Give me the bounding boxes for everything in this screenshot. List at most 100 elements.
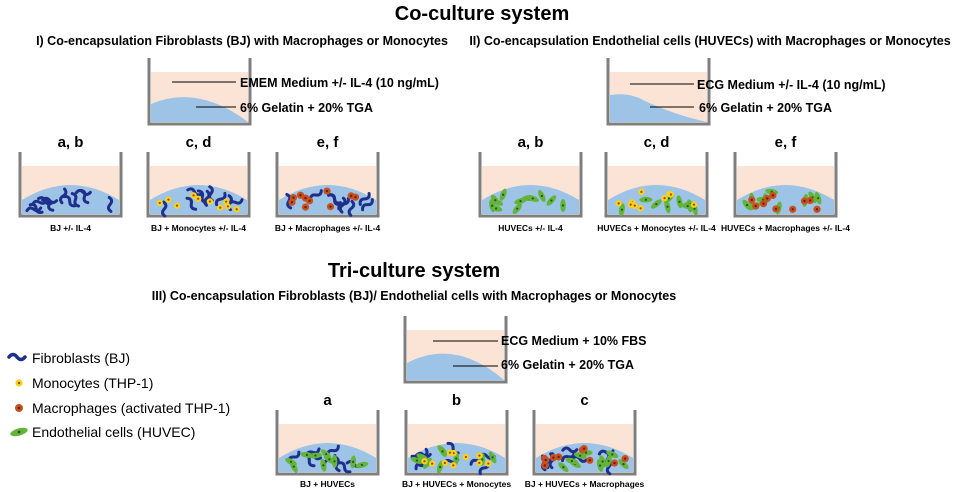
well-caption: BJ + Monocytes +/- IL-4	[151, 223, 246, 233]
section2-medium-label: ECG Medium +/- IL-4 (10 ng/mL)	[697, 78, 886, 92]
endothelial-nucleus	[305, 453, 309, 457]
monocyte-nucleus	[431, 462, 434, 465]
culture-well: cBJ + HUVECs + Macrophages	[525, 392, 645, 489]
well-cells	[285, 187, 374, 217]
legend-item: Monocytes (THP-1)	[15, 375, 153, 391]
well-wall	[604, 152, 709, 218]
monocyte-nucleus	[639, 207, 642, 210]
legend-label-monocyte: Monocytes (THP-1)	[32, 375, 153, 391]
monocyte-nucleus	[617, 202, 620, 205]
well-wall	[733, 152, 838, 218]
fibroblast-icon	[7, 352, 27, 362]
well-wall	[18, 152, 123, 218]
culture-well: bBJ + HUVECs + Monocytes	[402, 392, 511, 489]
macrophage-nucleus	[815, 208, 819, 211]
macrophage-nucleus	[308, 199, 311, 203]
overview-wall	[606, 58, 711, 126]
fibroblast-cell	[59, 187, 68, 205]
legend-label-macrophage: Macrophages (activated THP-1)	[32, 400, 230, 416]
macrophage-nucleus	[552, 456, 555, 459]
culture-well: e, f HUVECs + Macrophages +/- IL-4	[721, 134, 850, 233]
monocyte-nucleus	[175, 204, 179, 207]
well-cells	[285, 444, 369, 474]
well-caption: BJ + HUVECs + Monocytes	[402, 479, 511, 489]
endothelial-nucleus	[550, 199, 553, 202]
endothelial-nucleus	[289, 460, 293, 463]
fibroblast-cell	[185, 196, 198, 211]
macrophage-nucleus	[808, 199, 812, 202]
well-cells	[615, 188, 698, 217]
endothelial-nucleus	[686, 205, 689, 208]
well-label: a	[323, 392, 332, 409]
fibroblast-cell	[161, 200, 168, 218]
section3-heading: III) Co-encapsulation Fibroblasts (BJ)/ …	[152, 289, 676, 303]
monocyte-nucleus	[633, 204, 636, 207]
well-label: e, f	[775, 134, 798, 151]
endothelial-nucleus	[333, 460, 336, 463]
fibroblast-cell	[203, 189, 211, 207]
monocyte-nucleus	[692, 203, 696, 206]
macrophage-nucleus	[329, 205, 332, 208]
endothelial-nucleus	[325, 453, 328, 456]
fibroblast-cell	[358, 191, 371, 206]
fibroblast-cell	[37, 196, 54, 206]
overview-gel	[407, 353, 504, 380]
well-caption: HUVECs + Macrophages +/- IL-4	[721, 223, 850, 233]
well-wall	[275, 410, 380, 476]
macrophage-nucleus	[557, 455, 560, 459]
section2-heading: II) Co-encapsulation Endothelial cells (…	[469, 34, 950, 48]
legend-label-fibroblast: Fibroblasts (BJ)	[32, 350, 130, 366]
endothelial-nucleus	[655, 202, 658, 206]
endothelial-nucleus	[491, 204, 494, 207]
overview-gel	[151, 97, 248, 122]
endothelial-nucleus	[620, 208, 624, 211]
well-label: a, b	[58, 134, 84, 151]
endothelial-nucleus	[491, 456, 494, 459]
monocyte-nucleus	[629, 203, 632, 206]
section1-overview-well	[147, 58, 252, 126]
endothelial-nucleus	[292, 465, 295, 468]
endothelial-nucleus	[328, 458, 331, 461]
fibroblast-cell	[571, 455, 589, 463]
macrophage-nucleus	[304, 196, 307, 200]
macrophage-nucleus	[754, 204, 757, 208]
endothelial-nucleus	[519, 199, 522, 203]
section2-overview-well	[606, 58, 711, 126]
well-wall	[275, 152, 380, 218]
culture-well: c, d BJ + Monocytes +/- IL-4	[146, 134, 251, 233]
culture-well: e, fBJ + Macrophages +/- IL-4	[275, 134, 381, 233]
section1-medium-label: EMEM Medium +/- IL-4 (10 ng/mL)	[240, 76, 439, 90]
monocyte-nucleus	[208, 200, 212, 203]
well-label: c, d	[644, 134, 670, 151]
endothelial-nucleus	[598, 464, 602, 467]
coculture-title: Co-culture system	[395, 3, 570, 25]
overview-wall	[147, 58, 252, 126]
monocyte-core-icon	[17, 381, 21, 385]
endothelial-nucleus	[678, 200, 681, 203]
monocyte-nucleus	[423, 460, 426, 463]
fibroblast-cell	[25, 206, 43, 213]
monocyte-nucleus	[167, 198, 170, 201]
endothelial-nucleus	[562, 466, 565, 469]
macrophage-nucleus	[325, 189, 329, 193]
macrophage-nucleus	[766, 197, 769, 200]
macrophage-nucleus	[762, 202, 765, 205]
endothelial-nucleus	[622, 463, 625, 466]
triculture-title: Tri-culture system	[328, 260, 500, 282]
monocyte-nucleus	[224, 200, 228, 203]
monocyte-nucleus	[478, 461, 481, 464]
monocyte-nucleus	[448, 451, 452, 454]
endothelial-nucleus	[441, 450, 444, 453]
monocyte-nucleus	[443, 461, 446, 465]
legend-item: Endothelial cells (HUVEC)	[10, 424, 195, 440]
macrophage-nucleus	[290, 201, 294, 204]
macrophage-nucleus	[791, 208, 794, 211]
well-label: c, d	[186, 134, 212, 151]
fibroblast-cell	[561, 446, 579, 454]
endothelial-nucleus	[644, 198, 647, 201]
fibroblast-cell	[337, 461, 352, 474]
monocyte-nucleus	[235, 208, 238, 211]
endothelial-nucleus	[666, 205, 669, 208]
